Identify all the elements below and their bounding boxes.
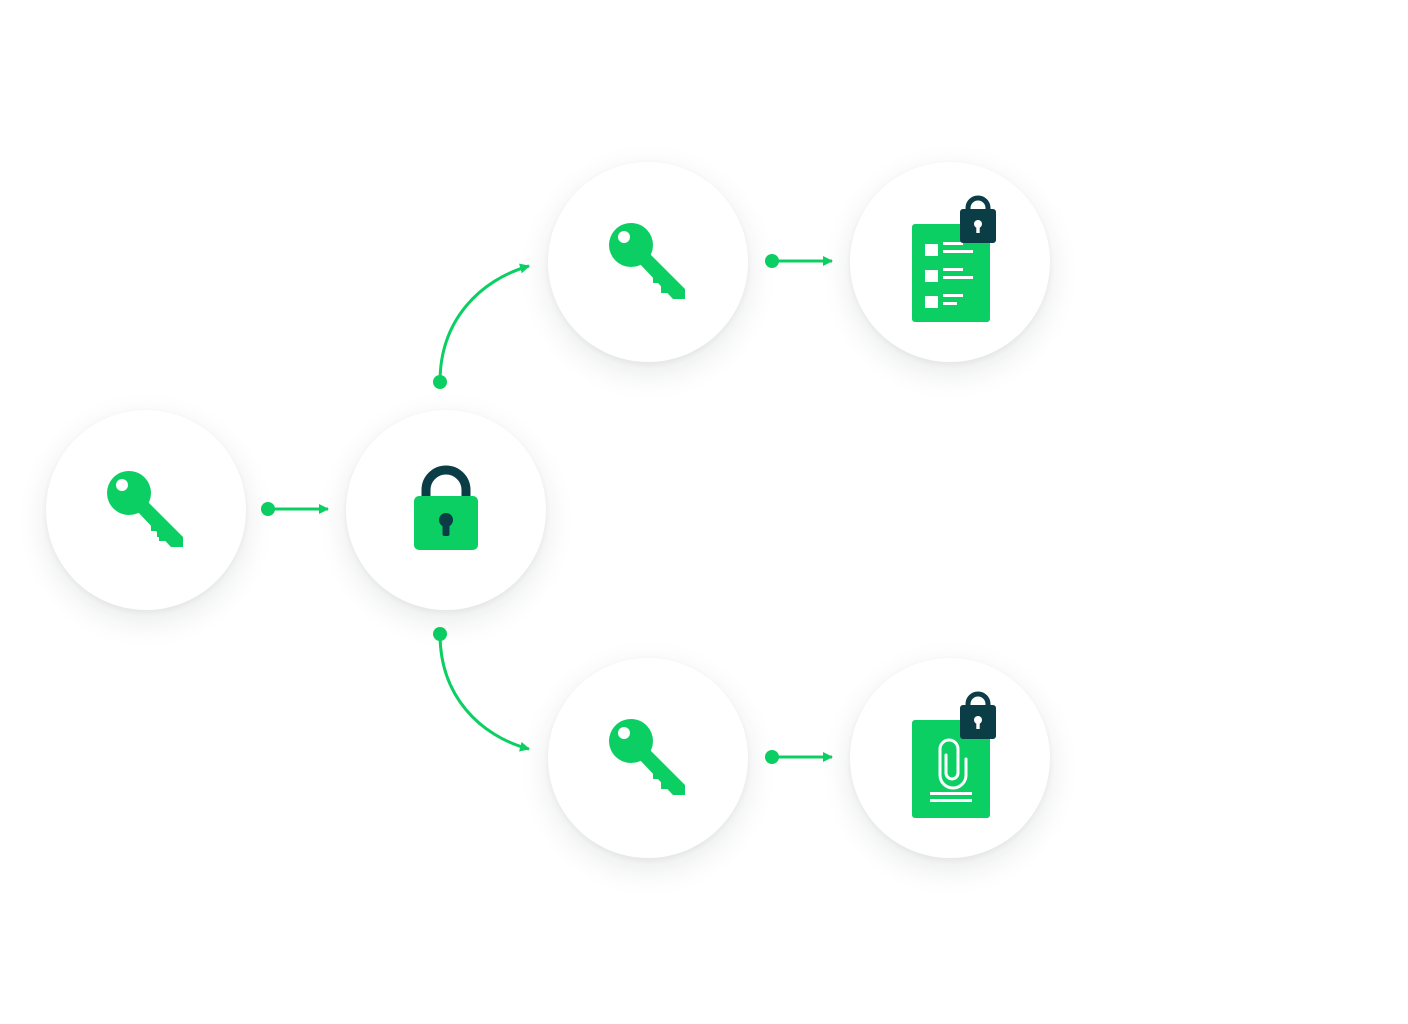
locked-checklist-document-icon	[912, 195, 996, 322]
paperclip-icon	[938, 738, 968, 790]
key-icon	[609, 719, 685, 795]
padlock-icon	[414, 465, 478, 550]
root-key-node	[46, 410, 246, 610]
edge-key-top-to-doc-top	[765, 254, 833, 268]
edge-key-bottom-to-doc-bottom	[765, 750, 833, 764]
master-lock-node	[346, 410, 546, 610]
key-icon	[107, 471, 183, 547]
mini-lock-icon	[960, 195, 996, 243]
key-icon	[609, 223, 685, 299]
mini-lock-icon	[960, 691, 996, 739]
edge-root-key-to-master-lock	[261, 502, 329, 516]
doc-bottom-node	[850, 658, 1050, 858]
key-top-node	[548, 162, 748, 362]
edge-master-lock-to-key-bottom	[433, 627, 530, 752]
key-bottom-node	[548, 658, 748, 858]
edge-master-lock-to-key-top	[433, 263, 530, 389]
doc-top-node	[850, 162, 1050, 362]
locked-attachment-document-icon	[912, 691, 996, 818]
